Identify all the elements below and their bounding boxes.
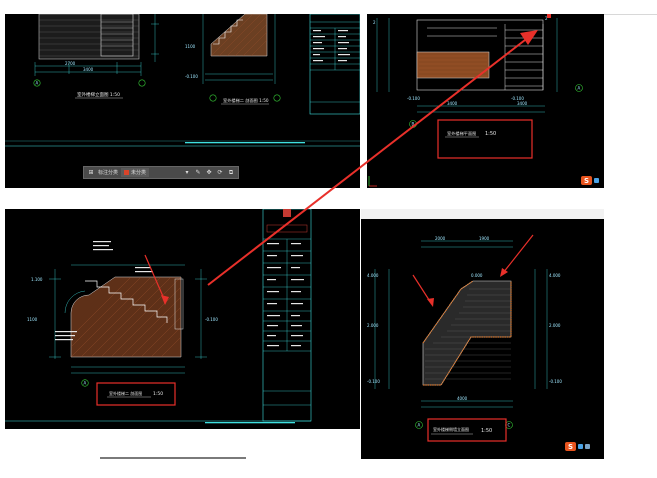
mode-label[interactable]: 标注分类 bbox=[98, 170, 119, 176]
bottom-right-drawing: 2000 1900 4000 4.000 2.000 -0.100 4.000 2.00… bbox=[361, 209, 604, 442]
bottom-left-drawing: 1100 1.100 -0.100 A 室外楼梯二 剖面图 1:50 bbox=[5, 209, 312, 424]
plan-title: 室外楼梯平面图 bbox=[447, 130, 476, 137]
category-color-swatch bbox=[124, 170, 130, 175]
wall-title: 室外楼梯侧墙立面图 bbox=[433, 426, 469, 432]
cad-view-top-left[interactable]: 2700 3400 A 室外楼梯立面图 1:50 1100 -0.100 室外楼… bbox=[5, 14, 360, 188]
rotate-icon[interactable]: ⟳ bbox=[217, 169, 223, 176]
input-method-icon-2 bbox=[578, 444, 583, 449]
annotation-toolbar: ⊞ 标注分类 未分类 ▾ ✎ ✥ ⟳ ⧉ bbox=[83, 166, 239, 179]
axis-label-a: A bbox=[36, 81, 39, 86]
svg-text:3400: 3400 bbox=[83, 67, 94, 72]
axis-label-c-br: C bbox=[508, 423, 511, 428]
section-scale-bl: 1:50 bbox=[153, 391, 163, 397]
svg-text:2700: 2700 bbox=[65, 61, 76, 66]
svg-text:-0.100: -0.100 bbox=[549, 379, 562, 384]
svg-text:1100: 1100 bbox=[185, 44, 196, 49]
edit-icon[interactable]: ✎ bbox=[195, 169, 201, 176]
section-title: 室外楼梯二 剖面图 1:50 bbox=[223, 97, 269, 104]
sogou-logo-icon: S bbox=[581, 176, 592, 185]
scrollbar-strip[interactable] bbox=[100, 457, 246, 459]
cad-view-bottom-left[interactable]: 1100 1.100 -0.100 A 室外楼梯二 剖面图 1:50 bbox=[5, 209, 360, 429]
svg-text:-0.100: -0.100 bbox=[185, 74, 198, 79]
svg-text:2.000: 2.000 bbox=[549, 323, 561, 328]
axis-label-b-right: B bbox=[412, 122, 415, 127]
divider-line bbox=[604, 14, 657, 15]
copy-icon[interactable]: ⧉ bbox=[228, 168, 234, 176]
svg-text:-0.100: -0.100 bbox=[407, 96, 420, 101]
svg-text:-0.100: -0.100 bbox=[511, 96, 524, 101]
category-select[interactable]: 未分类 bbox=[121, 168, 150, 177]
sogou-logo-icon-2: S bbox=[565, 442, 576, 451]
chevron-down-icon[interactable]: ▾ bbox=[185, 169, 189, 176]
sogou-watermark-bottom: S bbox=[565, 442, 590, 451]
svg-text:1.100: 1.100 bbox=[31, 277, 43, 282]
cad-view-bottom-right[interactable]: 2000 1900 4000 4.000 2.000 -0.100 4.000 2.00… bbox=[361, 209, 604, 459]
settings-icon bbox=[585, 444, 590, 449]
top-right-drawing: 3400 3400 -0.100 -0.100 A B 2 2 室外楼梯平面图 … bbox=[368, 14, 583, 187]
highlight-box-plan bbox=[437, 119, 533, 159]
cad-view-top-right[interactable]: 3400 3400 -0.100 -0.100 A B 2 2 室外楼梯平面图 … bbox=[367, 14, 604, 188]
svg-text:4.000: 4.000 bbox=[549, 273, 561, 278]
svg-text:-0.100: -0.100 bbox=[367, 379, 380, 384]
plan-scale: 1:50 bbox=[485, 131, 496, 137]
wall-scale: 1:50 bbox=[481, 428, 492, 434]
highlight-box-section bbox=[96, 382, 176, 406]
svg-text:1100: 1100 bbox=[27, 317, 38, 322]
svg-text:-0.100: -0.100 bbox=[205, 317, 218, 322]
axis-label-a-bl: A bbox=[84, 381, 87, 386]
svg-text:2: 2 bbox=[545, 16, 548, 21]
svg-text:4000: 4000 bbox=[457, 396, 468, 401]
axis-label-a-br: A bbox=[418, 423, 421, 428]
sogou-watermark-top: S bbox=[581, 176, 599, 185]
svg-text:1900: 1900 bbox=[479, 236, 490, 241]
svg-text:2000: 2000 bbox=[435, 236, 446, 241]
move-icon[interactable]: ✥ bbox=[206, 169, 212, 176]
svg-text:4.000: 4.000 bbox=[367, 273, 379, 278]
category-label: 未分类 bbox=[131, 170, 147, 176]
svg-text:3400: 3400 bbox=[447, 101, 458, 106]
svg-text:0.000: 0.000 bbox=[471, 273, 483, 278]
input-method-icon bbox=[594, 178, 599, 183]
axis-label-a-right: A bbox=[578, 86, 581, 91]
top-left-drawing: 2700 3400 A 室外楼梯立面图 1:50 1100 -0.100 室外楼… bbox=[5, 14, 360, 147]
svg-text:2: 2 bbox=[373, 20, 376, 25]
highlight-box-wall bbox=[427, 418, 507, 442]
svg-text:2.000: 2.000 bbox=[367, 323, 379, 328]
svg-text:3400: 3400 bbox=[517, 101, 528, 106]
elevation-title: 室外楼梯立面图 1:50 bbox=[77, 91, 120, 98]
section-title-bl: 室外楼梯二 剖面图 bbox=[109, 390, 142, 396]
grid-icon[interactable]: ⊞ bbox=[88, 169, 94, 176]
